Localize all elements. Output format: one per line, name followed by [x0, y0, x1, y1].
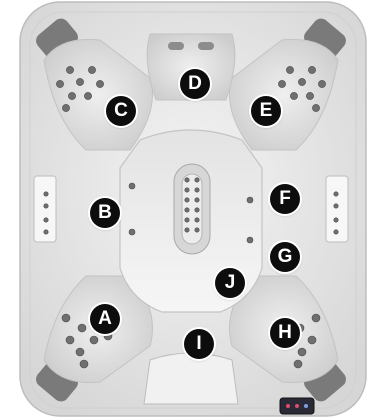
zone-marker-f[interactable]: F — [270, 184, 300, 214]
zone-marker-b[interactable]: B — [90, 198, 120, 228]
jet-icon — [66, 336, 74, 344]
jet-icon — [195, 208, 199, 212]
jet-icon — [334, 192, 338, 196]
zone-marker-g[interactable]: G — [270, 242, 300, 272]
jet-icon — [290, 92, 297, 99]
jet-icon — [298, 348, 306, 356]
jet-icon — [90, 336, 98, 344]
jet-icon — [88, 66, 95, 73]
jet-icon — [44, 230, 48, 234]
jet-icon — [44, 204, 48, 208]
jet-icon — [185, 218, 189, 222]
zone-marker-d[interactable]: D — [180, 69, 210, 99]
jet-icon — [78, 324, 86, 332]
jet-icon — [44, 218, 48, 222]
jet-icon — [278, 80, 285, 87]
jet-icon — [185, 198, 189, 202]
jet-icon — [185, 188, 189, 192]
jet-icon — [195, 218, 199, 222]
jet-icon — [334, 230, 338, 234]
jet-icon — [44, 192, 48, 196]
jet-icon — [334, 204, 338, 208]
jet-icon — [129, 183, 135, 189]
jet-icon — [185, 208, 189, 212]
jet-icon — [185, 228, 189, 232]
jet-icon — [62, 314, 70, 322]
zone-marker-j[interactable]: J — [215, 268, 245, 298]
zone-marker-a[interactable]: A — [90, 304, 120, 334]
jet-icon — [308, 66, 315, 73]
jet-icon — [80, 360, 88, 368]
jet-icon — [195, 198, 199, 202]
jet-icon — [195, 228, 199, 232]
jet-icon — [312, 314, 320, 322]
zone-marker-h[interactable]: H — [270, 318, 300, 348]
jet-icon — [247, 237, 253, 243]
zone-marker-e[interactable]: E — [251, 96, 281, 126]
zone-marker-i[interactable]: I — [184, 329, 214, 359]
jet-icon — [96, 80, 103, 87]
zone-marker-c[interactable]: C — [106, 96, 136, 126]
jet-icon — [68, 92, 75, 99]
jet-icon — [298, 78, 305, 85]
jet-icon — [76, 348, 84, 356]
jet-icon — [129, 229, 135, 235]
jet-icon — [76, 78, 83, 85]
jet-icon — [306, 92, 313, 99]
jet-icon — [62, 104, 69, 111]
jet-icon — [56, 80, 63, 87]
jet-icon — [286, 66, 293, 73]
jet-icon — [84, 92, 91, 99]
jet-icon — [318, 80, 325, 87]
jet-icon — [66, 66, 73, 73]
jet-icon — [308, 336, 316, 344]
jet-icon — [334, 218, 338, 222]
jet-icon — [185, 178, 189, 182]
jet-icon — [312, 104, 319, 111]
jet-icon — [195, 188, 199, 192]
jet-icon — [294, 360, 302, 368]
jet-icon — [195, 178, 199, 182]
jet-icon — [247, 197, 253, 203]
entry-step — [144, 353, 238, 404]
